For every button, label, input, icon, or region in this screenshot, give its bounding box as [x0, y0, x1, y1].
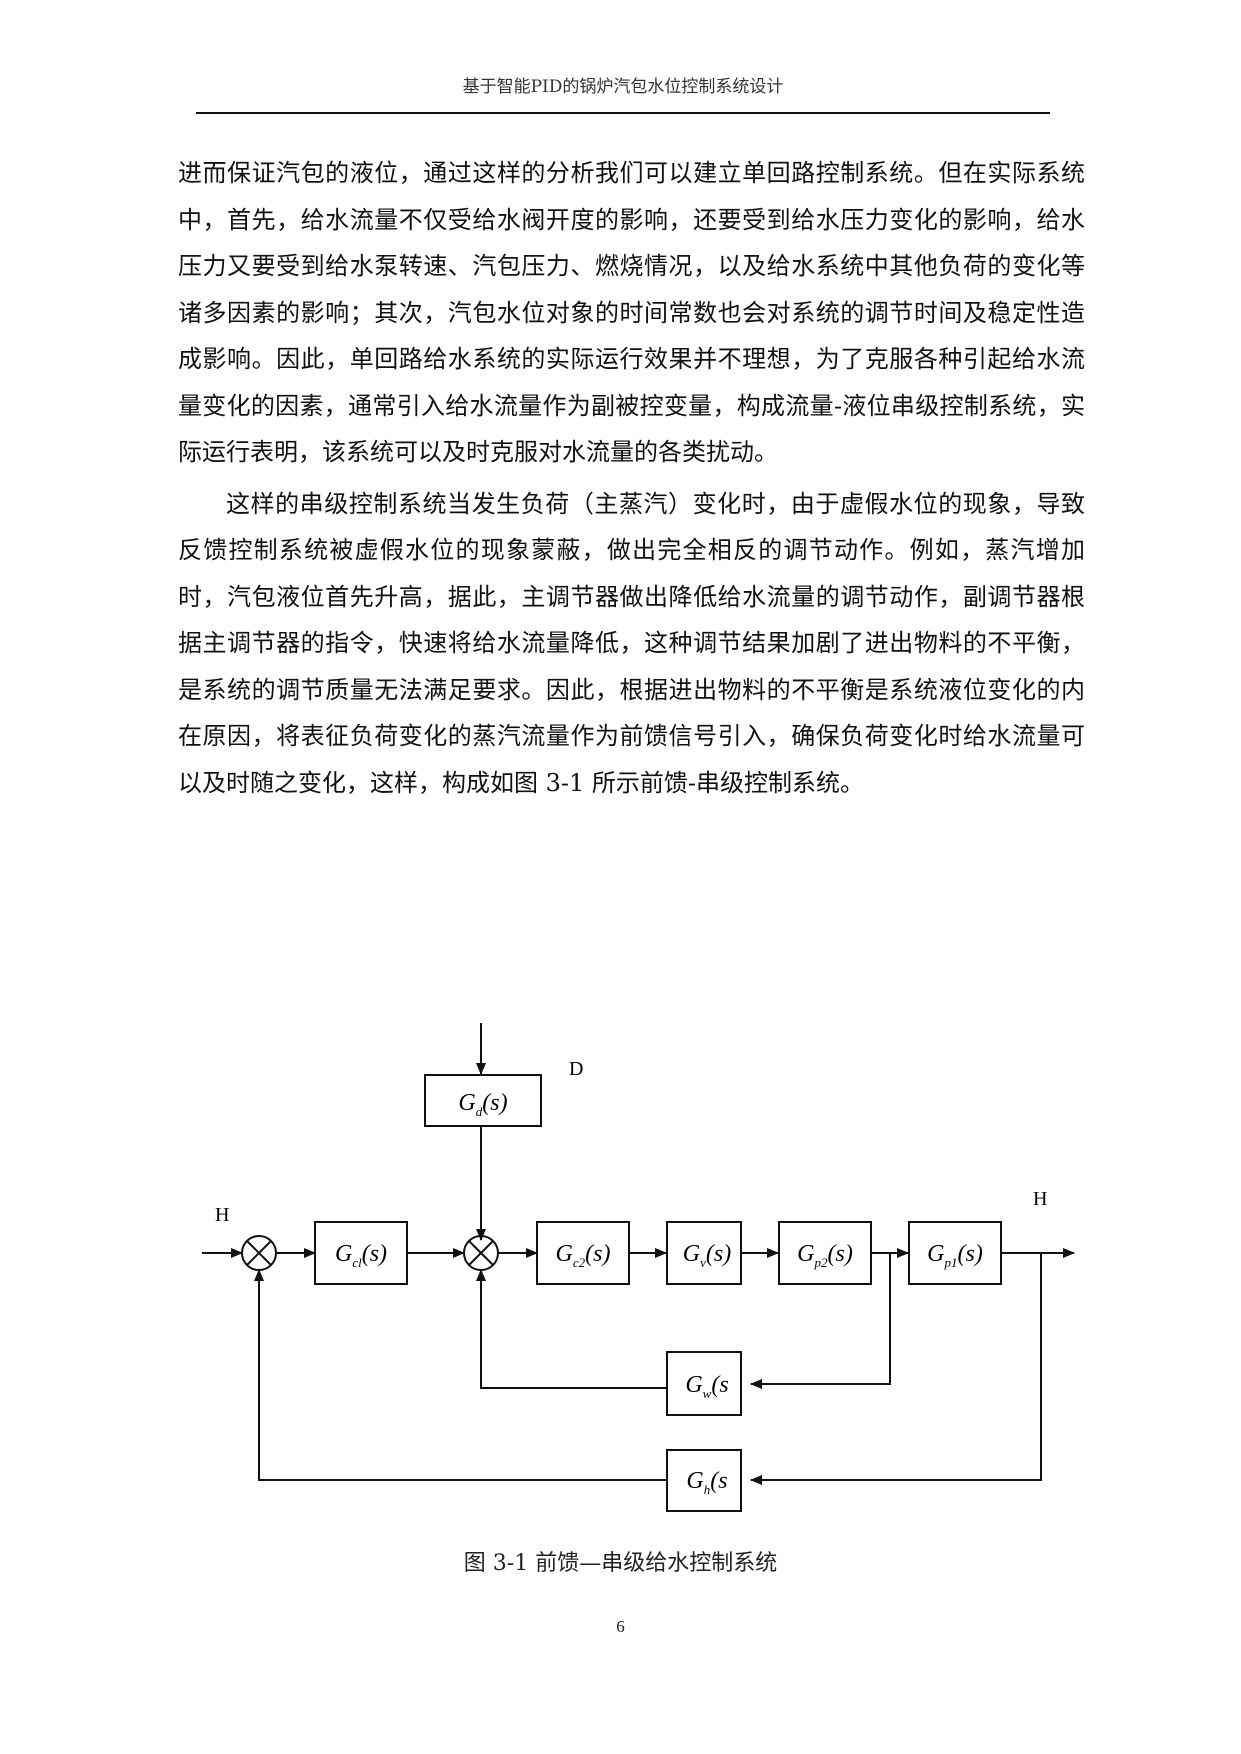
header-rule — [196, 112, 1050, 114]
block-gc1 — [314, 1221, 408, 1285]
block-gp2 — [778, 1221, 872, 1285]
block-diagram-svg: D H H Gd(s) Gcl(s) Gc2(s) Gv(s) Gp2(s) G… — [202, 1023, 1075, 1512]
paragraph-1: 进而保证汽包的液位，通过这样的分析我们可以建立单回路控制系统。但在实际系统中，首… — [178, 159, 1085, 466]
block-gc2 — [536, 1221, 630, 1285]
block-gh-label: Gh(s — [686, 1468, 727, 1497]
paragraph-2: 这样的串级控制系统当发生负荷（主蒸汽）变化时，由于虚假水位的现象，导致反馈控制系… — [178, 489, 1085, 797]
inner-feedback-line-out — [476, 1269, 666, 1389]
page-number: 6 — [616, 1617, 625, 1636]
block-diagram: D H H Gd(s) Gcl(s) Gc2(s) Gv(s) Gp2(s) G… — [0, 1000, 1241, 1540]
outer-feedback-line-out — [254, 1269, 666, 1481]
block-gv-label: Gv(s) — [683, 1241, 731, 1270]
figure-caption: 图 3-1 前馈—串级给水控制系统 — [463, 1551, 778, 1576]
block-gh — [666, 1449, 742, 1512]
block-gp2-label: Gp2(s) — [797, 1241, 853, 1270]
outer-feedback-line-in — [750, 1253, 1042, 1485]
disturbance-label: D — [569, 1058, 583, 1080]
block-gw — [666, 1351, 742, 1416]
input-label: H — [215, 1204, 229, 1226]
inner-feedback-line-in — [750, 1253, 891, 1389]
output-label: H — [1033, 1188, 1047, 1210]
block-gp1 — [908, 1221, 1002, 1285]
running-header: 基于智能PID的锅炉汽包水位控制系统设计 — [462, 77, 784, 97]
block-gp1-label: Gp1(s) — [927, 1241, 983, 1270]
body-text: 进而保证汽包的液位，通过这样的分析我们可以建立单回路控制系统。但在实际系统中，首… — [178, 150, 1085, 806]
block-gc1-label: Gcl(s) — [335, 1241, 387, 1270]
block-gd — [424, 1074, 542, 1127]
summing-junction-2 — [463, 1235, 499, 1271]
block-gv — [666, 1221, 742, 1285]
block-gw-label: Gw(s — [685, 1372, 728, 1401]
block-gc2-label: Gc2(s) — [556, 1241, 611, 1270]
summing-junction-1 — [241, 1235, 277, 1271]
block-gd-label: Gd(s) — [458, 1090, 507, 1119]
